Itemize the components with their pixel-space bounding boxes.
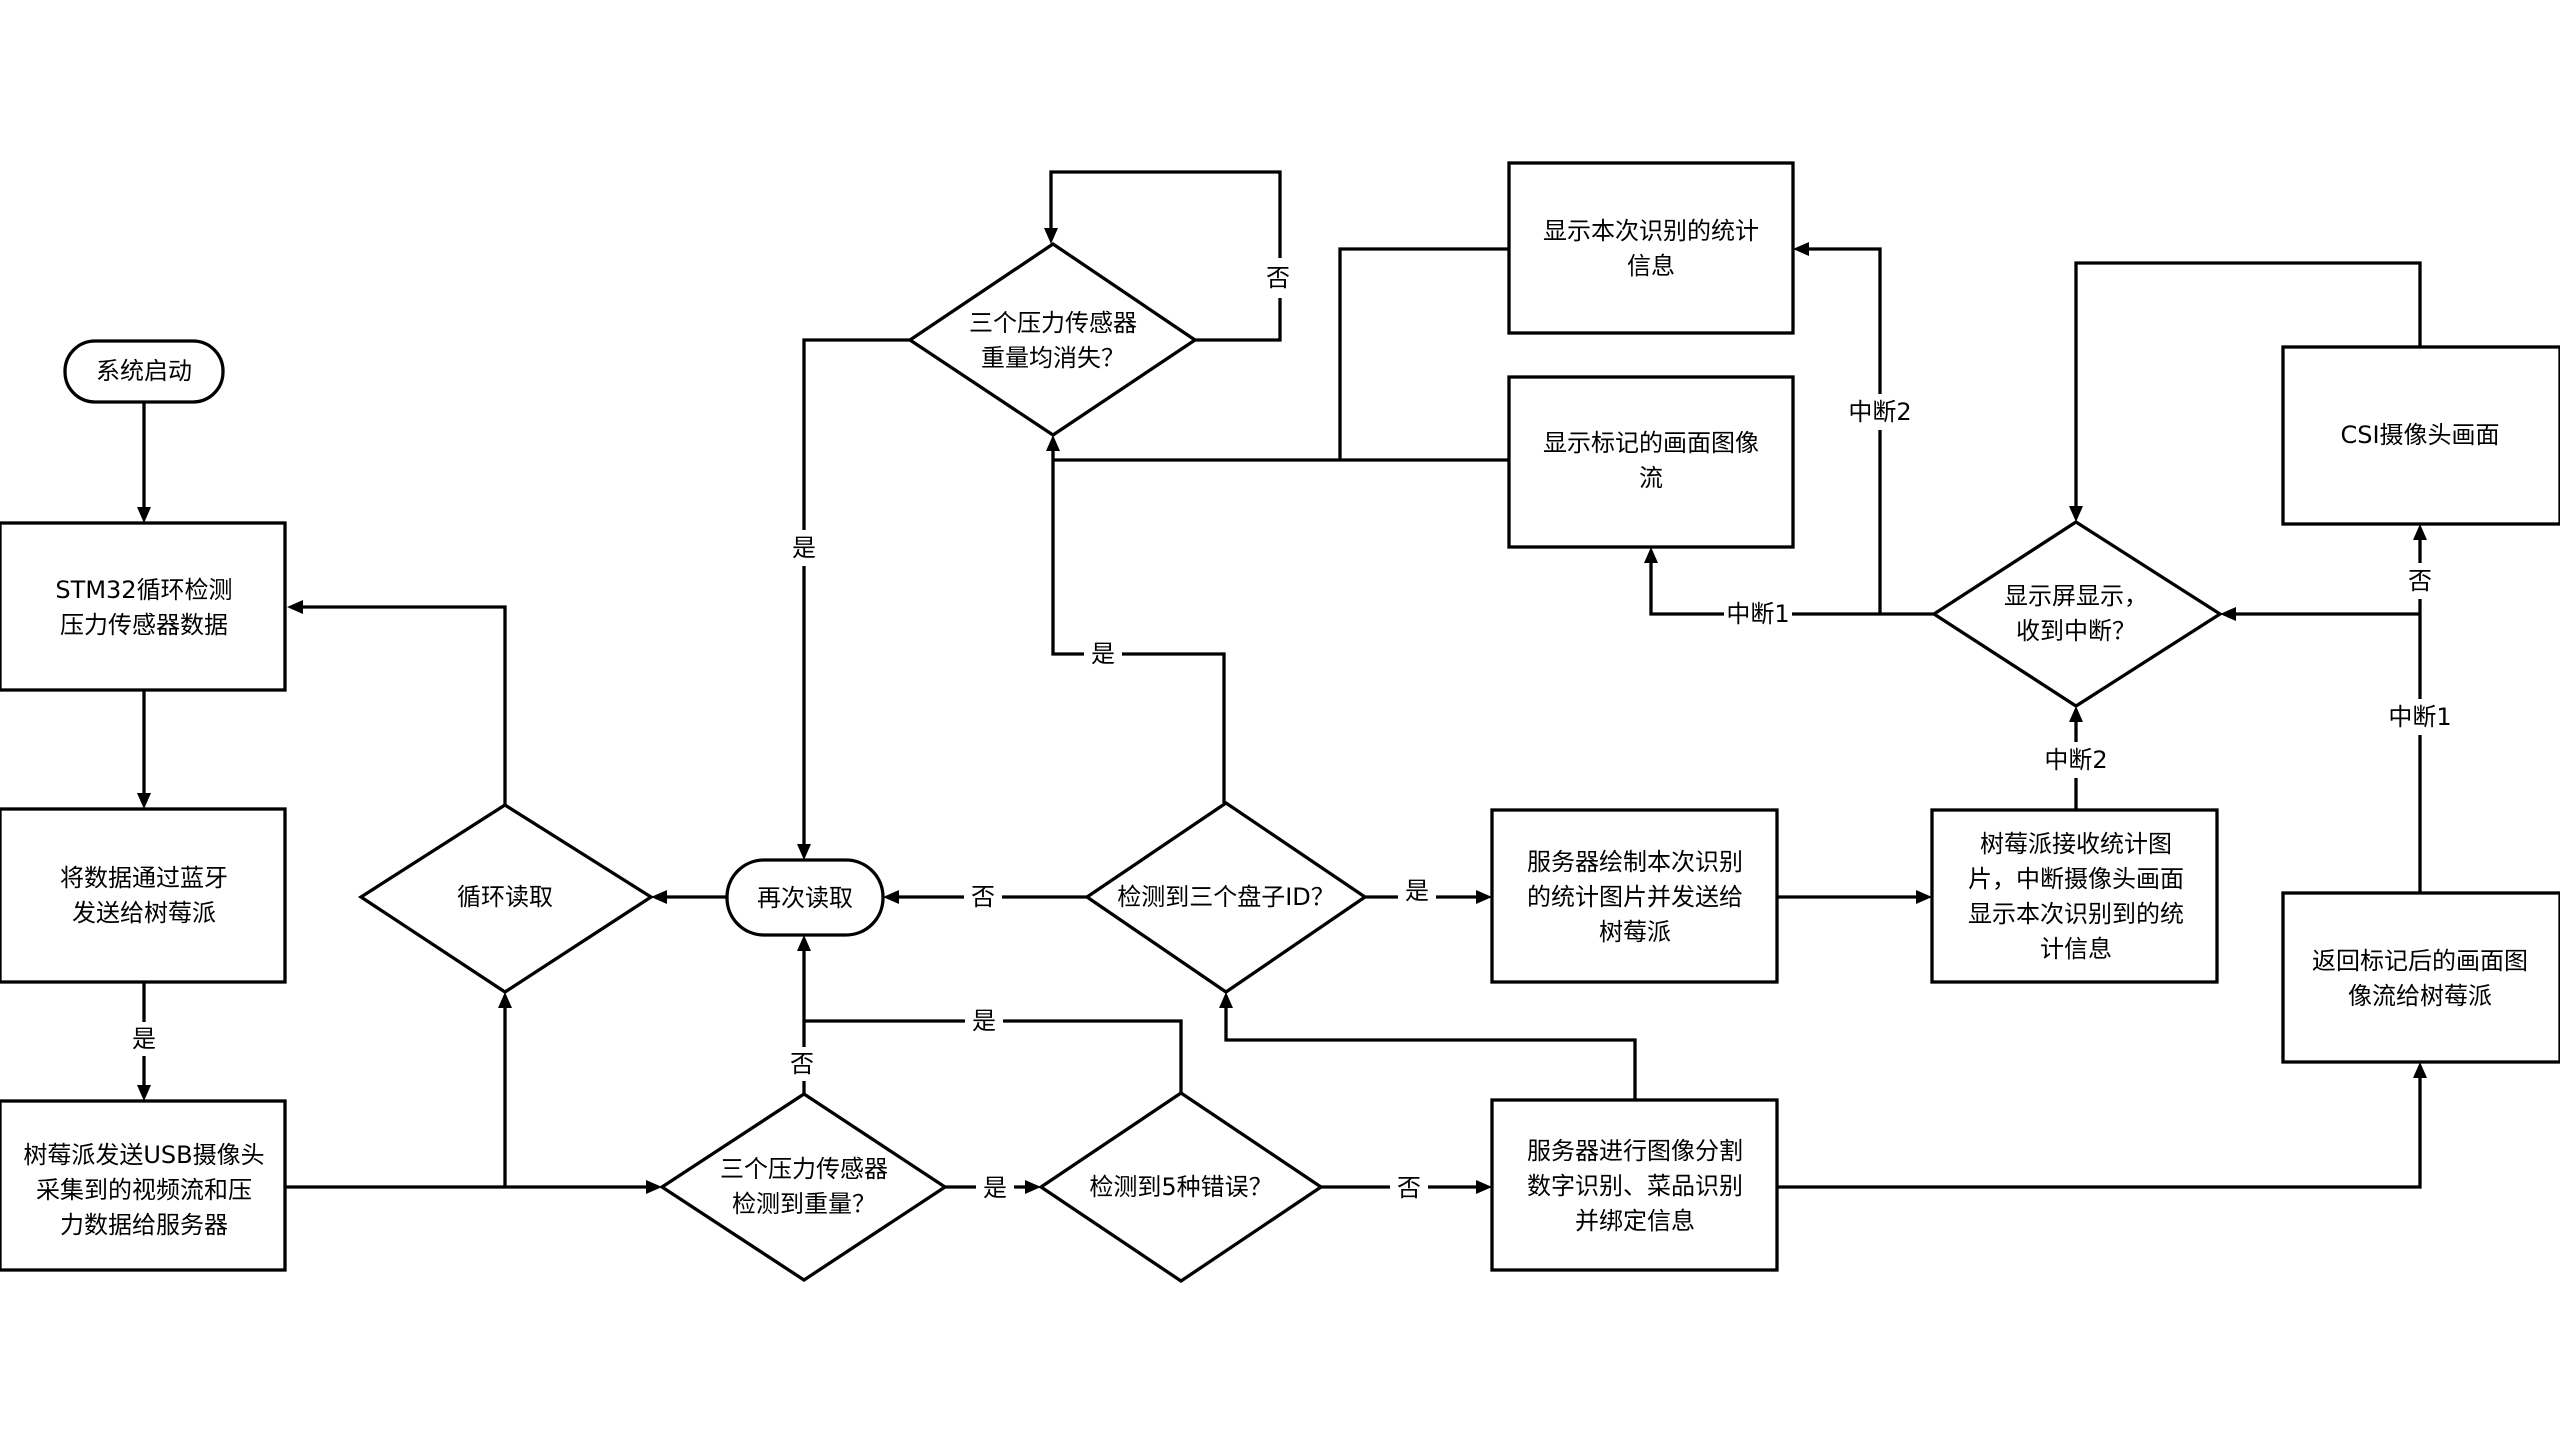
node-weight-detect-check xyxy=(658,1092,948,1282)
node-plate-id-text: 检测到三个盘子ID？ xyxy=(1117,883,1335,911)
arrowhead xyxy=(137,793,151,809)
edge-seg-return xyxy=(1777,1073,2422,1189)
node-screen-text: 显示屏显示，收到中断？ xyxy=(2004,582,2148,645)
edge-label-bt-yes: 是 xyxy=(132,1025,156,1053)
arrowhead xyxy=(1476,1180,1492,1194)
node-server-seg-text: 服务器进行图像分割数字识别、菜品识别并绑定信息 xyxy=(1527,1137,1743,1235)
edge-stats-gone xyxy=(1338,247,1509,460)
node-show-stream xyxy=(1507,375,1795,549)
node-csi-text: CSI摄像头画面 xyxy=(2340,421,2499,449)
edge-label-errors-no: 否 xyxy=(1397,1174,1421,1202)
arrowhead xyxy=(2069,506,2083,522)
arrowhead xyxy=(1044,228,1058,244)
node-pi-receive-stats xyxy=(1930,808,2219,984)
edge-gone-yes-reread xyxy=(802,338,910,849)
edge-label-plate-yes-right: 是 xyxy=(1405,877,1429,905)
arrowhead xyxy=(1916,890,1932,904)
edge-plate-yes-gone xyxy=(1051,446,1226,803)
node-pi-send-text: 树莓派发送USB摄像头采集到的视频流和压力数据给服务器 xyxy=(23,1141,264,1239)
edge-label-detect-yes: 是 xyxy=(983,1174,1007,1202)
edge-label-int2-from-pi: 中断2 xyxy=(2044,746,2107,774)
edge-label-int1-return: 中断1 xyxy=(2388,703,2451,731)
node-weight-gone-text: 三个压力传感器重量均消失？ xyxy=(969,309,1137,372)
arrowhead xyxy=(646,1180,662,1194)
node-pi-receive-text: 树莓派接收统计图片，中断摄像头画面显示本次识别到的统计信息 xyxy=(1968,830,2184,963)
arrowhead xyxy=(287,600,303,614)
arrowhead xyxy=(1476,890,1492,904)
node-reread-text: 再次读取 xyxy=(757,884,853,912)
edge-label-errors-yes: 是 xyxy=(972,1007,996,1035)
edge-label-plate-no: 否 xyxy=(971,883,995,911)
edge-errors-yes-reread xyxy=(804,1019,1183,1093)
arrowhead xyxy=(1046,435,1060,451)
arrowhead xyxy=(651,890,667,904)
edge-label-plate-yes-up: 是 xyxy=(1091,640,1115,668)
edge-label-detect-no: 否 xyxy=(790,1050,814,1078)
node-weight-gone-check xyxy=(907,242,1198,437)
edge-label-csi-no: 否 xyxy=(2408,567,2432,595)
node-show-stats xyxy=(1507,161,1795,335)
arrowhead xyxy=(1219,992,1233,1008)
edge-label-gone-no: 否 xyxy=(1266,264,1290,292)
edge-seg-plate xyxy=(1224,1003,1637,1100)
node-start xyxy=(63,339,225,404)
node-return-stream xyxy=(2281,891,2560,1064)
node-csi-camera xyxy=(2281,345,2560,526)
arrowhead xyxy=(2413,1062,2427,1078)
node-bluetooth-send xyxy=(0,807,287,984)
arrowhead xyxy=(797,935,811,951)
arrowhead xyxy=(797,844,811,860)
node-five-errors-text: 检测到5种错误？ xyxy=(1089,1173,1272,1201)
node-loop-read xyxy=(357,803,655,994)
node-pi-send-stream xyxy=(0,1099,287,1272)
node-weight-detect-text: 三个压力传感器检测到重量？ xyxy=(720,1155,888,1218)
edge-label-int1-left: 中断1 xyxy=(1726,600,1789,628)
arrowhead xyxy=(2413,524,2427,540)
edge-gone-no-loop xyxy=(1049,170,1282,342)
arrowhead xyxy=(2069,706,2083,722)
node-show-stream-text: 显示标记的画面图像流 xyxy=(1543,429,1759,492)
edge-csi-screen-top xyxy=(2074,261,2422,511)
node-screen-interrupt-check xyxy=(1930,520,2224,708)
arrowhead xyxy=(498,992,512,1008)
arrowhead xyxy=(1793,242,1809,256)
arrowhead xyxy=(137,1085,151,1101)
edge-screen-stream xyxy=(1649,558,1934,616)
node-start-text: 系统启动 xyxy=(96,357,192,385)
node-return-stream-text: 返回标记后的画面图像流给树莓派 xyxy=(2312,947,2528,1010)
edge-label-gone-yes: 是 xyxy=(792,534,816,562)
arrowhead xyxy=(137,507,151,523)
edge-label-int2-up: 中断2 xyxy=(1848,398,1911,426)
arrowhead xyxy=(883,890,899,904)
node-show-stats-text: 显示本次识别的统计信息 xyxy=(1543,217,1759,280)
node-server-segmentation xyxy=(1490,1098,1779,1272)
edge-screen-stats xyxy=(1804,247,1882,614)
node-server-draw-text: 服务器绘制本次识别的统计图片并发送给树莓派 xyxy=(1527,848,1743,946)
node-plate-id-check xyxy=(1084,801,1368,994)
node-server-draw-stats xyxy=(1490,808,1779,984)
arrowhead xyxy=(2220,607,2236,621)
arrowhead xyxy=(1025,1180,1041,1194)
node-bluetooth-text: 将数据通过蓝牙发送给树莓派 xyxy=(60,864,228,927)
arrowhead xyxy=(1644,547,1658,563)
node-stm32-text: STM32循环检测压力传感器数据 xyxy=(55,576,232,639)
node-stm32-monitor xyxy=(0,521,287,692)
edge-loop-stm32 xyxy=(298,605,507,805)
node-reread xyxy=(725,858,885,937)
node-five-errors-check xyxy=(1038,1091,1324,1283)
node-loop-read-text: 循环读取 xyxy=(457,883,553,911)
